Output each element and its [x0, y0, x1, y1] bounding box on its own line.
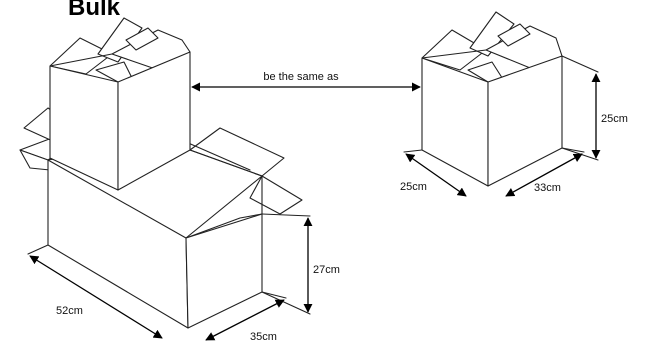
large-box-width-label: 35cm — [250, 331, 277, 343]
relation-label: be the same as — [263, 71, 339, 83]
stacked-box-right-face — [117, 51, 191, 191]
standalone-small-box — [421, 11, 563, 187]
small-box-width-label: 25cm — [400, 181, 427, 193]
large-box-back-right-flap — [189, 127, 285, 177]
large-box-right-face — [185, 213, 263, 329]
small-box-height-label: 25cm — [601, 113, 628, 125]
large-box-right-flap — [249, 175, 303, 215]
small-box-tab — [497, 23, 531, 47]
large-box-length-arrow — [29, 255, 163, 339]
stacked-small-box — [49, 17, 191, 191]
stacked-box-back-flap — [97, 17, 143, 63]
title: Bulk — [68, 0, 121, 21]
large-box-height-label: 27cm — [313, 264, 340, 276]
small-box-length-label: 33cm — [534, 182, 561, 194]
small-box-back-flap — [469, 11, 515, 57]
small-box-width-arrow — [405, 153, 467, 197]
small-box-length-arrow — [505, 153, 583, 197]
large-box-length-label: 52cm — [56, 305, 83, 317]
small-box-front-face — [421, 57, 489, 187]
stacked-box-tab — [125, 27, 159, 51]
large-box-width-arrow — [205, 299, 285, 341]
